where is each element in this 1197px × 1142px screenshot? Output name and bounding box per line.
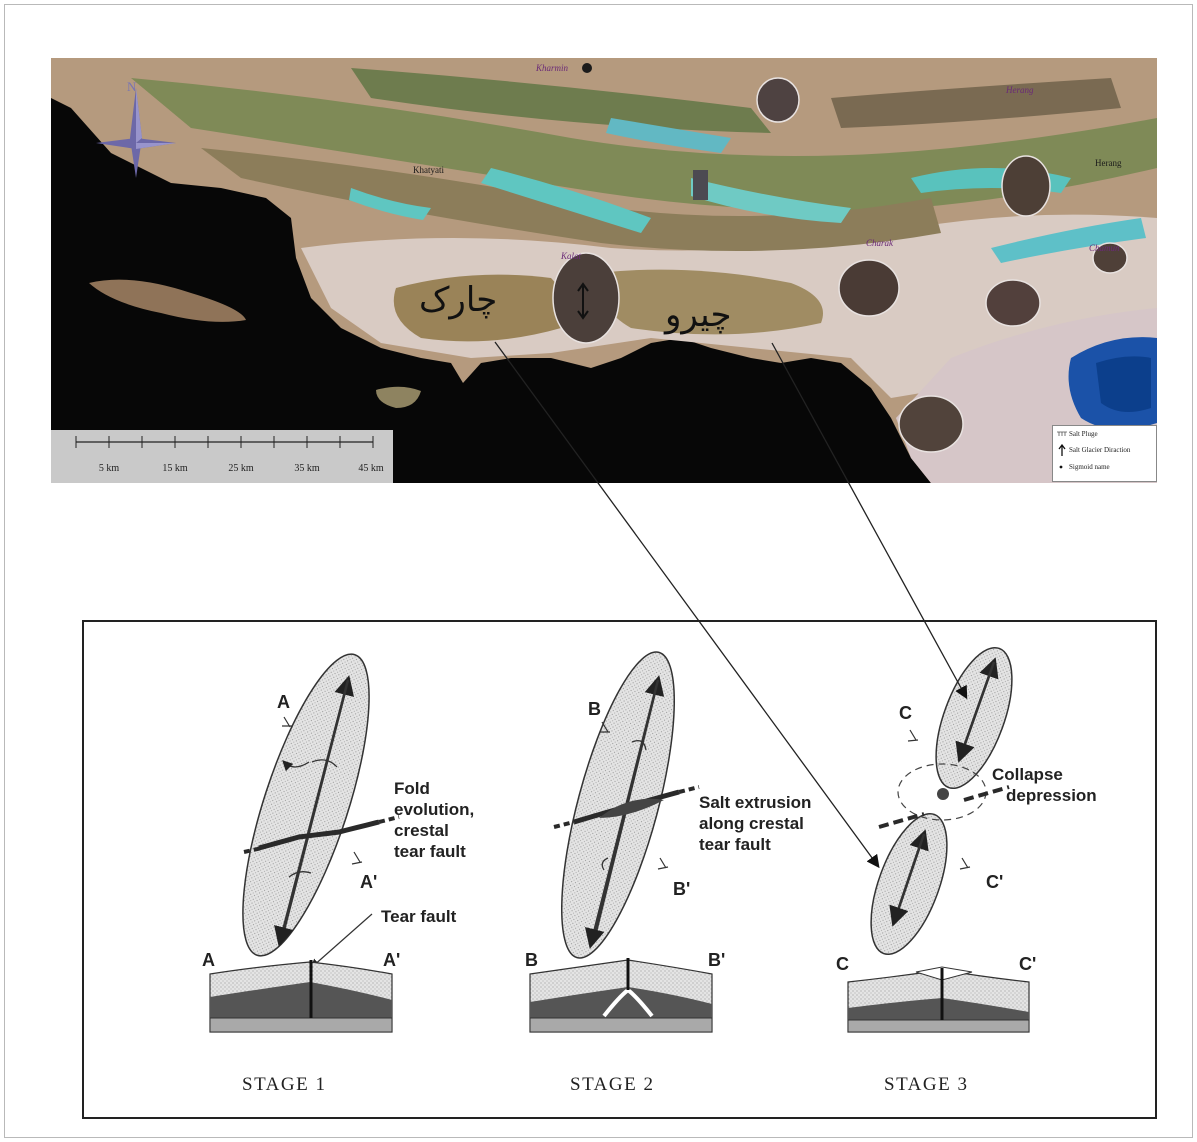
compass-label: N bbox=[127, 79, 136, 95]
annotation-line: evolution, bbox=[394, 799, 474, 820]
map-legend: Salt Pluge Salt Glacier Diraction Sigmoi… bbox=[1052, 425, 1157, 482]
place-label-chamun: Chamun bbox=[1089, 243, 1120, 253]
place-label-charak: Charak bbox=[866, 238, 893, 248]
stage3-point-c-prime: C' bbox=[986, 872, 1003, 893]
stage1-annotation: Fold evolution, crestal tear fault bbox=[394, 778, 474, 862]
place-label-herang-top: Herang bbox=[1006, 85, 1034, 95]
stage1-label: STAGE 1 bbox=[242, 1074, 326, 1096]
stage3-fold bbox=[848, 638, 1029, 1032]
legend-label: Salt Pluge bbox=[1069, 430, 1098, 438]
stage1-section-left: A bbox=[202, 950, 215, 971]
dot-icon bbox=[1057, 463, 1067, 471]
tear-fault-label: Tear fault bbox=[381, 906, 456, 927]
legend-label: Sigmoid name bbox=[1069, 463, 1110, 471]
scale-tick-label: 25 km bbox=[228, 463, 253, 474]
annotation-line: tear fault bbox=[699, 834, 811, 855]
salt-plug-icon bbox=[1057, 430, 1067, 438]
satellite-map: Kharmin Khatyati Kalat Charak Chamun Her… bbox=[51, 58, 1157, 483]
map-terrain bbox=[51, 58, 1157, 483]
place-label-herang: Herang bbox=[1095, 158, 1122, 168]
place-label-kharmin: Kharmin bbox=[536, 63, 568, 73]
stage1-point-a: A bbox=[277, 692, 290, 713]
stage2-point-b-prime: B' bbox=[673, 879, 690, 900]
stage3-section-right: C' bbox=[1019, 954, 1036, 975]
scale-tick-label: 35 km bbox=[294, 463, 319, 474]
diagram-drawing bbox=[84, 622, 1155, 1117]
stage1-section-right: A' bbox=[383, 950, 400, 971]
scale-tick-label: 5 km bbox=[99, 463, 119, 474]
stage2-label: STAGE 2 bbox=[570, 1074, 654, 1096]
stage1-point-a-prime: A' bbox=[360, 872, 377, 893]
annotation-line: Salt extrusion bbox=[699, 792, 811, 813]
place-label-kalat: Kalat bbox=[561, 251, 581, 261]
scale-tick-label: 15 km bbox=[162, 463, 187, 474]
stage2-fold bbox=[530, 642, 712, 1032]
annotation-line: along crestal bbox=[699, 813, 811, 834]
scale-ruler bbox=[51, 430, 393, 460]
stage2-section-left: B bbox=[525, 950, 538, 971]
place-label-khatyati: Khatyati bbox=[413, 165, 444, 175]
stage1-fold bbox=[210, 642, 399, 1032]
stage3-annotation: Collapse depression bbox=[992, 764, 1097, 806]
farsi-label-charak: چارک bbox=[419, 280, 497, 320]
stage2-point-b: B bbox=[588, 699, 601, 720]
stage3-label: STAGE 3 bbox=[884, 1074, 968, 1096]
stage2-section-right: B' bbox=[708, 950, 725, 971]
scale-tick-label: 45 km bbox=[358, 463, 383, 474]
annotation-line: Collapse bbox=[992, 764, 1097, 785]
farsi-label-chiru: چیرو bbox=[665, 295, 731, 335]
stage3-section-left: C bbox=[836, 954, 849, 975]
stage3-point-c: C bbox=[899, 703, 912, 724]
fold-evolution-diagram: A A' Fold evolution, crestal tear fault … bbox=[82, 620, 1157, 1119]
legend-label: Salt Glacier Diraction bbox=[1069, 446, 1130, 454]
arrow-up-icon bbox=[1057, 444, 1067, 456]
annotation-line: tear fault bbox=[394, 841, 474, 862]
annotation-line: crestal bbox=[394, 820, 474, 841]
annotation-line: Fold bbox=[394, 778, 474, 799]
annotation-line: depression bbox=[992, 785, 1097, 806]
stage2-annotation: Salt extrusion along crestal tear fault bbox=[699, 792, 811, 855]
scale-bar: 5 km 15 km 25 km 35 km 45 km bbox=[51, 430, 393, 483]
